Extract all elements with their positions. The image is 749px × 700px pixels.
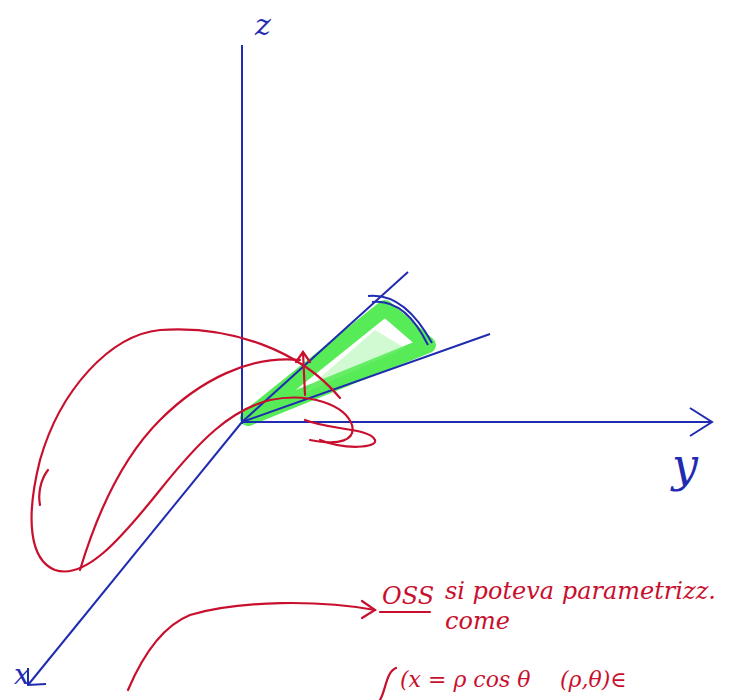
note-text: come [445, 608, 510, 634]
green-region [248, 308, 428, 418]
axis-label: x [14, 660, 30, 691]
note-heading: OSS [382, 583, 434, 609]
formula: (ρ,θ)∈ [560, 668, 627, 692]
red-curve [32, 329, 430, 700]
axis-label: z [255, 8, 271, 41]
axis-label: y [672, 440, 698, 491]
green-fill [300, 330, 405, 395]
note-text: si poteva parametrizz. [445, 578, 716, 604]
formula: (x = ρ cos θ [400, 668, 530, 692]
